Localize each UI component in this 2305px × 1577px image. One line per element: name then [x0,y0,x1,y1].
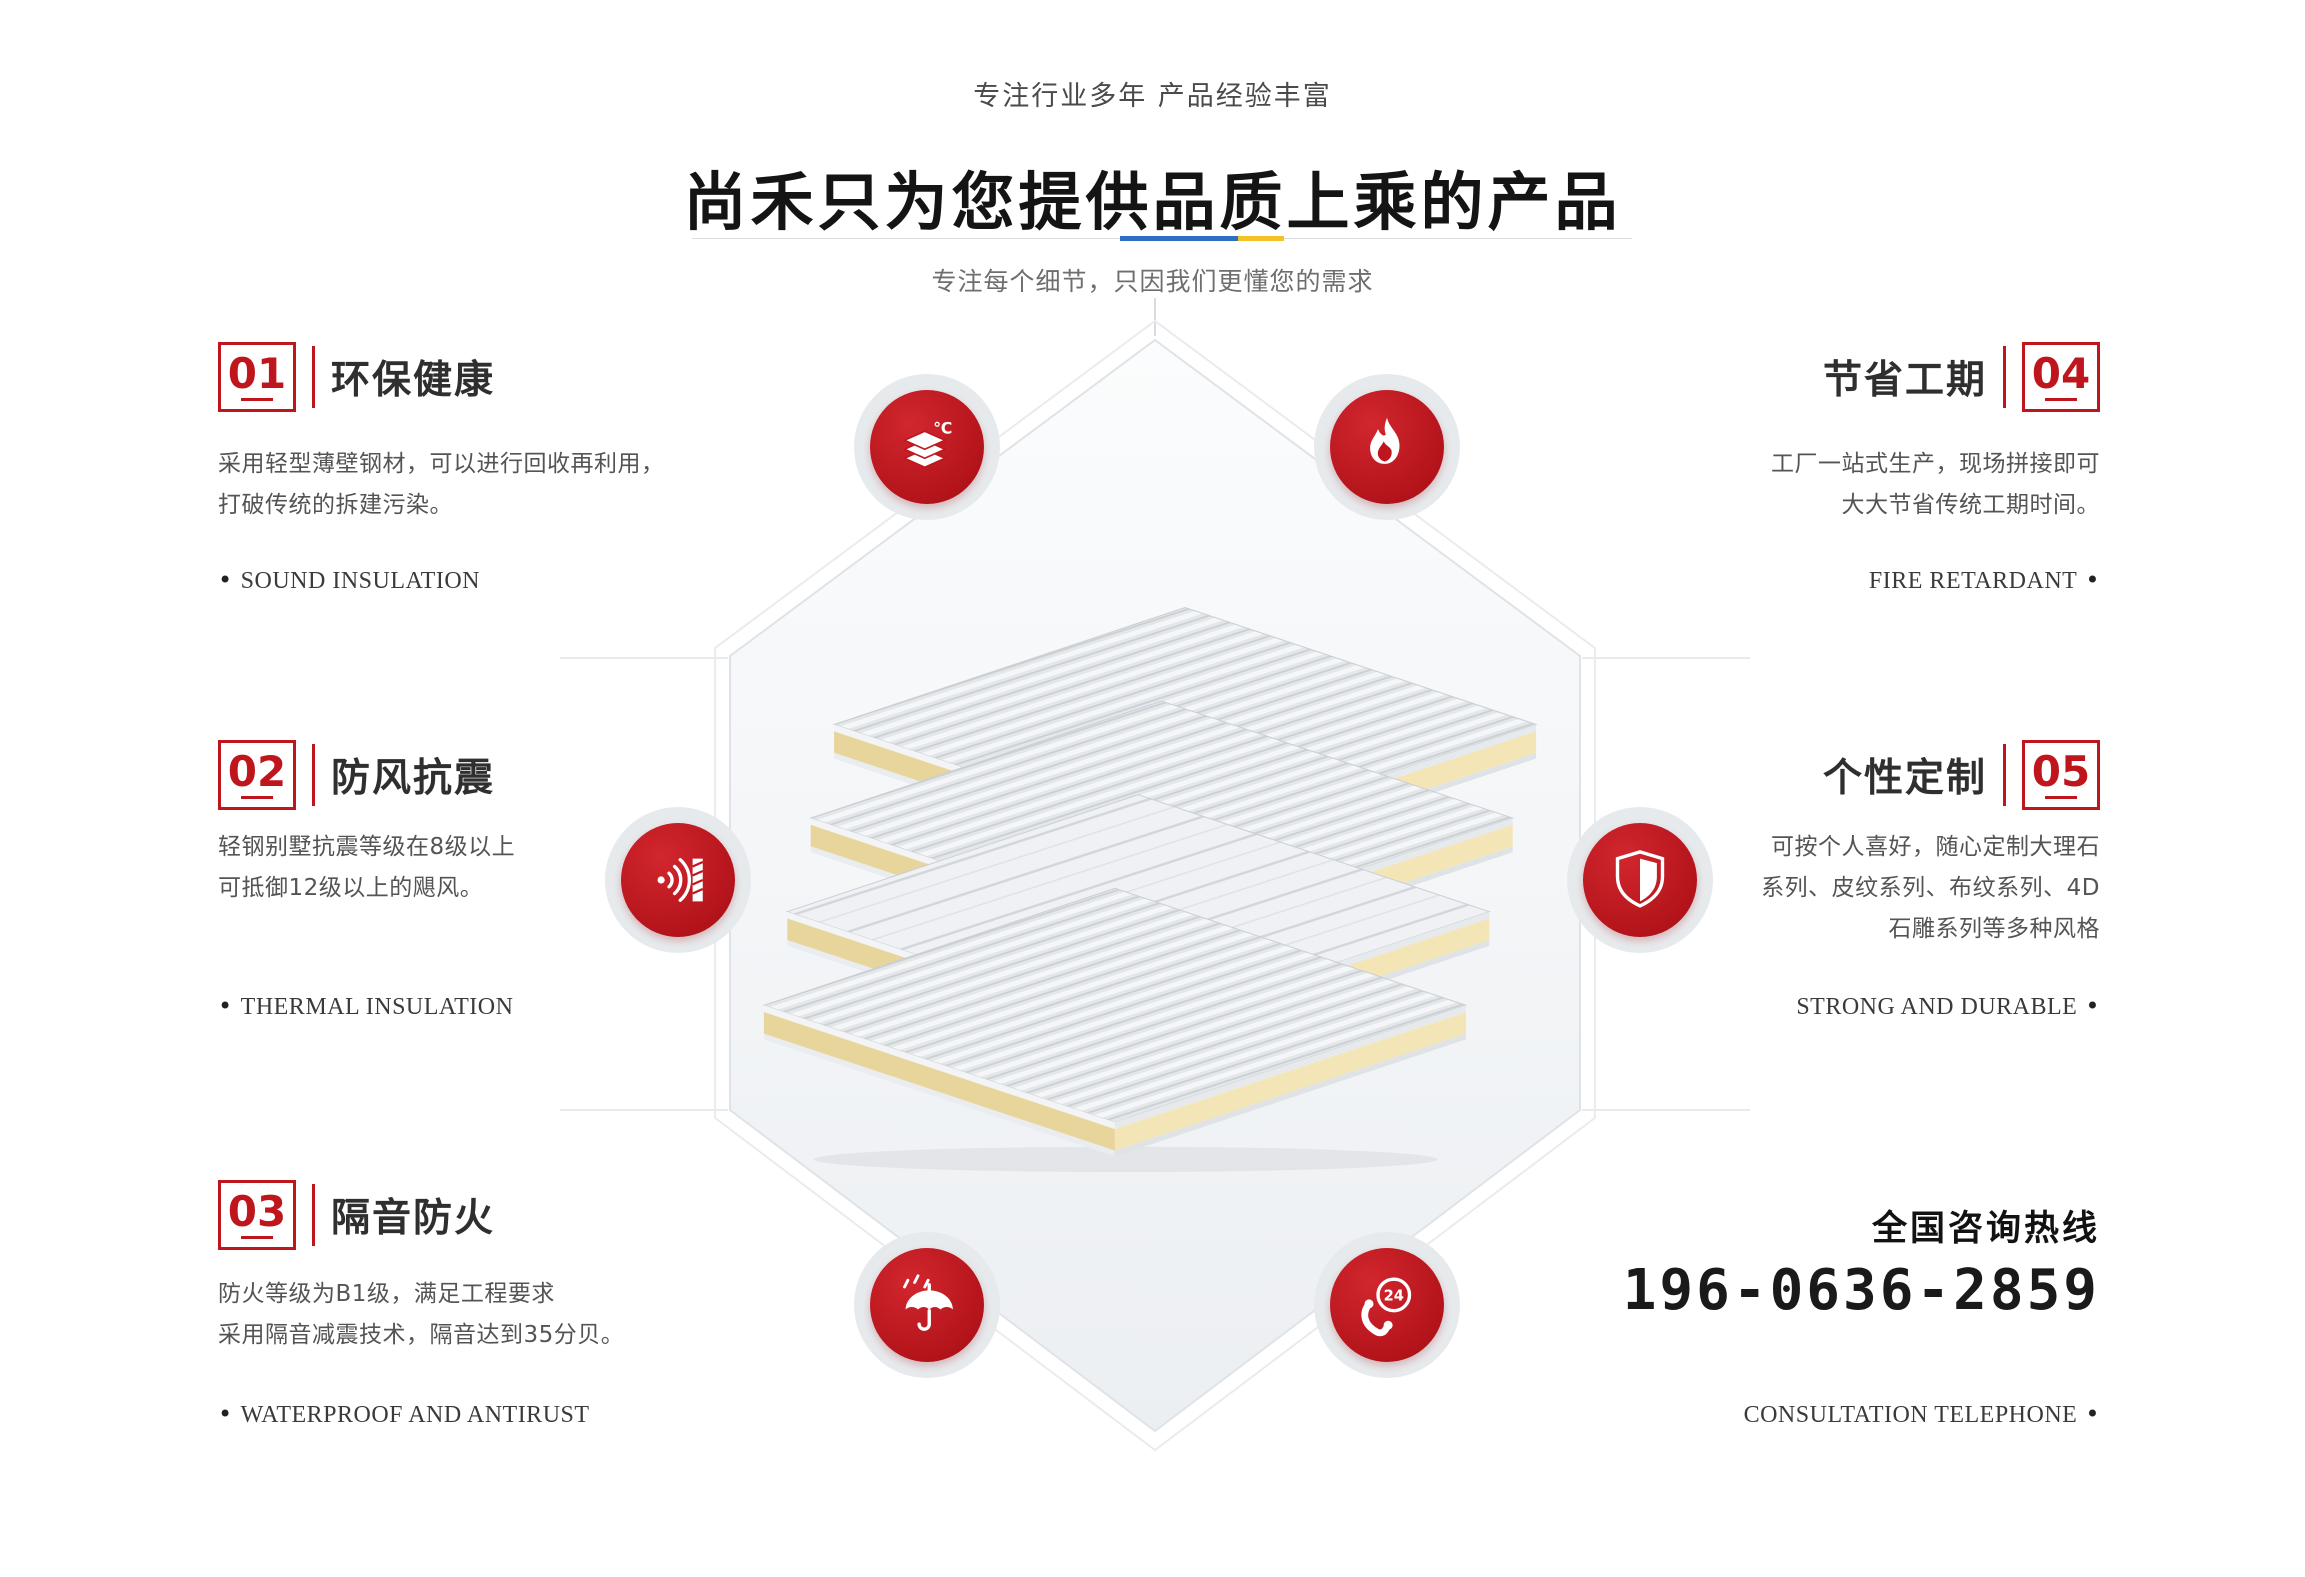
phone-24-icon: 24 [1361,1277,1412,1337]
feature-description: 工厂一站式生产，现场拼接即可 大大节省传统工期时间。 [1771,451,2100,518]
feature-head-03: 03 隔音防火 [218,1178,495,1252]
sound-insulation-badge [605,807,751,953]
feature-description: 轻钢别墅抗震等级在8级以上 可抵御12级以上的飓风。 [218,834,516,901]
feature-head-01: 01 环保健康 [218,340,495,414]
divider-accent-yellow [1238,236,1284,241]
feature-number-box: 03 [218,1180,296,1250]
feature-number: 04 [2031,349,2091,398]
feature-description: 采用轻型薄壁钢材，可以进行回收再利用， 打破传统的拆建污染。 [218,451,665,518]
feature-title: 环保健康 [331,358,496,403]
header-subtitle: 专注每个细节，只因我们更懂您的需求 [931,267,1374,296]
number-underline [241,398,273,401]
svg-text:℃: ℃ [933,419,952,438]
phone-24h-badge: 24 [1314,1232,1460,1378]
feature-number: 03 [227,1187,287,1236]
feature-description: 可按个人喜好，随心定制大理石 系列、皮纹系列、布纹系列、4D 石雕系列等多种风格 [1761,834,2100,942]
bullet-dot: • [218,992,233,1020]
flame-icon [1370,417,1400,464]
feature-number-box: 02 [218,740,296,810]
feature-title: 节省工期 [1822,358,1987,403]
feature-number-box: 05 [2022,740,2100,810]
feature-number: 01 [227,349,287,398]
red-accent-line [2003,346,2006,408]
durability-shield-badge [1567,807,1713,953]
sound-waves-icon [657,858,704,902]
umbrella-rain-icon [903,1274,953,1331]
bullet-dot: • [2085,1400,2100,1428]
number-underline [2045,398,2077,401]
feature-number: 02 [227,747,287,796]
feature-head-05: 个性定制 05 [1823,738,2100,812]
layered-panels-temperature-icon: ℃ [902,419,952,469]
feature-tag-en: •SOUND INSULATION [218,566,480,594]
feature-title: 防风抗震 [331,756,496,801]
thermal-layers-badge: ℃ [854,374,1000,520]
bullet-dot: • [2085,566,2100,594]
waterproof-badge [854,1232,1000,1378]
fire-retardant-badge [1314,374,1460,520]
number-underline [241,796,273,799]
feature-number: 05 [2031,747,2091,796]
feature-title: 隔音防火 [331,1196,496,1241]
feature-title: 个性定制 [1822,756,1987,801]
red-accent-line [312,346,315,408]
feature-tag-en: •WATERPROOF AND ANTIRUST [218,1400,590,1428]
red-accent-line [312,1184,315,1246]
feature-number-box: 04 [2022,342,2100,412]
svg-text:24: 24 [1384,1288,1404,1305]
bullet-dot: • [218,1400,233,1428]
hotline-phone-number: 196-0636-2859 [1622,1258,2100,1323]
feature-description: 防火等级为B1级，满足工程要求 采用隔音减震技术，隔音达到35分贝。 [218,1281,625,1348]
header-tagline: 专注行业多年 产品经验丰富 [973,81,1332,112]
feature-head-04: 节省工期 04 [1823,340,2100,414]
feature-number-box: 01 [218,342,296,412]
feature-tag-en: STRONG AND DURABLE• [1796,992,2100,1020]
feature-tag-en: •THERMAL INSULATION [218,992,514,1020]
title-divider [692,236,1632,241]
shield-icon [1615,850,1665,908]
divider-accent-blue [1120,236,1238,241]
page-title: 尚禾只为您提供品质上乘的产品 [683,166,1622,239]
red-accent-line [312,744,315,806]
bullet-dot: • [2085,992,2100,1020]
sandwich-panel-stack-image [762,606,1538,1173]
feature-tag-en: FIRE RETARDANT• [1868,566,2100,594]
bullet-dot: • [218,566,233,594]
number-underline [2045,796,2077,799]
hotline-label: 全国咨询热线 [1871,1209,2100,1249]
number-underline [241,1236,273,1239]
feature-head-02: 02 防风抗震 [218,738,495,812]
red-accent-line [2003,744,2006,806]
hotline-tag-en: CONSULTATION TELEPHONE• [1743,1400,2100,1428]
